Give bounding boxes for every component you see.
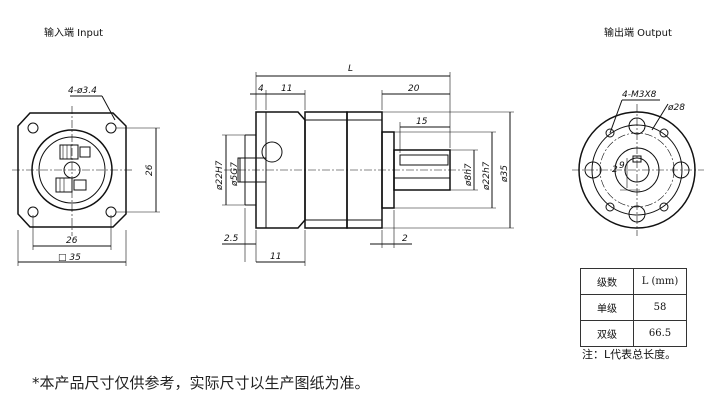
table-note: 注：L代表总长度。 [582, 348, 677, 361]
table-header-cell: 级数 [580, 268, 634, 295]
dim-d8h7: ø8h7 [464, 163, 474, 187]
dim-2-5: 2.5 [224, 234, 239, 244]
dim-26-horizontal: 26 [66, 236, 78, 246]
dim-20: 20 [408, 84, 420, 94]
hole-callout: 4-ø3.4 [68, 86, 97, 96]
dim-15: 15 [416, 117, 428, 127]
table-cell: 66.5 [633, 320, 687, 347]
table-header-cell: L (mm) [633, 268, 687, 295]
dim-L: L [348, 64, 353, 74]
gearbox-side-view: L 4 11 20 15 ø22H7 ø5G7 ø8h7 ø22h7 ø35 [215, 64, 514, 266]
disclaimer: *本产品尺寸仅供参考，实际尺寸以生产图纸为准。 [32, 374, 370, 392]
dim-11-top: 11 [281, 84, 292, 94]
table-row: 双级 66.5 [580, 320, 687, 347]
dim-d22H7-left: ø22H7 [215, 160, 225, 191]
table-cell: 58 [633, 294, 687, 321]
key-dim-a: 2 [612, 165, 618, 175]
dim-11-bottom: 11 [270, 252, 281, 262]
output-front-view: 4-M3X8 ø28 2 9 [572, 90, 704, 236]
dim-square-35: □ 35 [58, 253, 81, 263]
input-label: 输入端 Input [44, 26, 103, 39]
thread-callout: 4-M3X8 [622, 90, 657, 100]
spec-table: 级数 L (mm) 单级 58 双级 66.5 [580, 268, 687, 347]
dim-d35: ø35 [500, 165, 510, 183]
dim-d5G7: ø5G7 [230, 162, 240, 187]
dim-4: 4 [258, 84, 264, 94]
table-row: 单级 58 [580, 294, 687, 321]
dim-26-vertical: 26 [145, 164, 155, 176]
dim-2: 2 [402, 234, 408, 244]
table-cell: 双级 [580, 320, 634, 347]
table-header-row: 级数 L (mm) [580, 268, 687, 295]
input-front-view: 4-ø3.4 26 26 □ 35 [12, 86, 160, 266]
pcd-callout: ø28 [667, 103, 685, 113]
output-label: 输出端 Output [604, 26, 672, 39]
table-cell: 单级 [580, 294, 634, 321]
dim-d22h7-right: ø22h7 [482, 161, 492, 191]
key-dim-b: 9 [619, 161, 625, 171]
